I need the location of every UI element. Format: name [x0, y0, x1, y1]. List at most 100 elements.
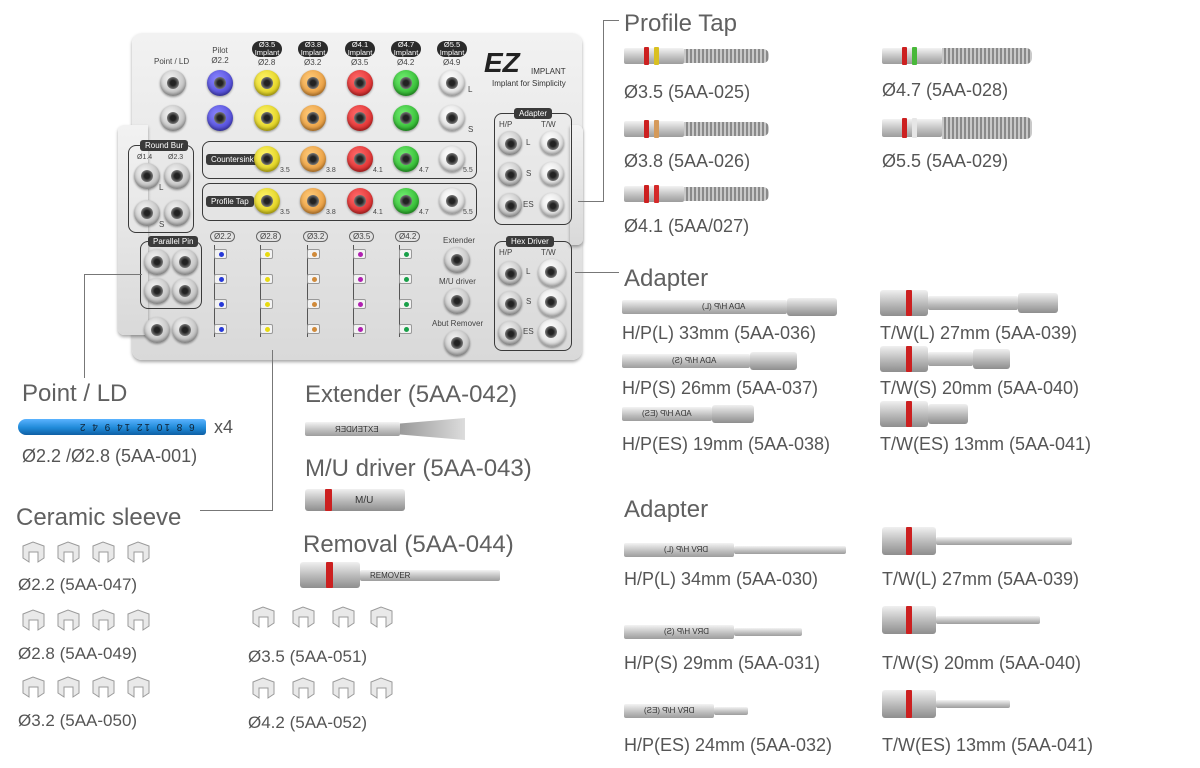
profile-tap-4-7-slot[interactable]: [393, 188, 419, 214]
countersink-box: [202, 141, 477, 179]
profile-tap-3-8-slot[interactable]: [300, 188, 326, 214]
round-bur-l: L: [159, 183, 164, 192]
side-label-extender: Extender: [443, 236, 476, 245]
parallel-pin-1[interactable]: [144, 249, 170, 275]
hex-driver-tw-s-image: [882, 606, 1040, 634]
sleeve-2-2[interactable]: [214, 299, 227, 309]
profile-tap-size-3: 4.1: [373, 209, 383, 216]
profile-tap-4-1-image: [624, 183, 769, 205]
adapter-tw-l[interactable]: [540, 131, 564, 155]
drill-4-1-s[interactable]: [347, 105, 373, 131]
round-bur-1-4-l[interactable]: [134, 163, 160, 189]
adapter-tw-s-label: T/W(S) 20mm (5AA-040): [880, 378, 1080, 398]
hex-driver-hp-es-label: H/P(ES) 24mm (5AA-032): [624, 735, 833, 755]
adapter-hp-es-label: H/P(ES) 19mm (5AA-038): [622, 434, 831, 454]
pilot-drill-s[interactable]: [207, 105, 233, 131]
col-sub-3-5: Ø2.8: [258, 58, 276, 67]
adapter-hp-es[interactable]: [498, 193, 522, 217]
sleeve-4-2[interactable]: [399, 299, 412, 309]
point-ld-drill-l[interactable]: [160, 70, 186, 96]
countersink-5-5[interactable]: [439, 146, 465, 172]
sleeve-3-5[interactable]: [353, 324, 366, 334]
col-sub-4-1: Ø3.5: [351, 58, 369, 67]
sleeve-2-8[interactable]: [260, 299, 273, 309]
adapter-tw-es[interactable]: [540, 193, 564, 217]
round-bur-2-3-l[interactable]: [164, 163, 190, 189]
drill-3-5-l[interactable]: [254, 70, 280, 96]
round-bur-2-3-s[interactable]: [164, 200, 190, 226]
ceramic-sleeve-icon: [20, 608, 46, 632]
sleeve-2-8[interactable]: [260, 274, 273, 284]
adapter-hp-l[interactable]: [498, 131, 522, 155]
sleeve-4-2[interactable]: [399, 249, 412, 259]
hex-hp-s[interactable]: [498, 291, 522, 315]
sleeve-2-8[interactable]: [260, 324, 273, 334]
adapter-section-2-title: Adapter: [624, 496, 709, 523]
sleeve-4-2[interactable]: [399, 274, 412, 284]
sleeve-3-5[interactable]: [353, 249, 366, 259]
sleeve-3-2[interactable]: [307, 324, 320, 334]
drill-4-1-l[interactable]: [347, 70, 373, 96]
adapter-hp-s[interactable]: [498, 162, 522, 186]
pilot-drill-l[interactable]: [207, 70, 233, 96]
sleeve-2-8[interactable]: [260, 249, 273, 259]
sleeve-3-2[interactable]: [307, 299, 320, 309]
drill-5-5-s[interactable]: [439, 105, 465, 131]
hex-col-tw: T/W: [541, 248, 556, 257]
drill-5-5-l[interactable]: [439, 70, 465, 96]
countersink-3-5[interactable]: [254, 146, 280, 172]
countersink-4-7[interactable]: [393, 146, 419, 172]
profile-tap-3-5-slot[interactable]: [254, 188, 280, 214]
drill-3-8-s[interactable]: [300, 105, 326, 131]
hex-tw-s[interactable]: [538, 289, 566, 317]
brand-tagline: Implant for Simplicity: [492, 79, 566, 88]
adapter-col-tw: T/W: [541, 120, 556, 129]
sleeve-col-3-5: Ø3.5: [349, 231, 375, 242]
hex-hp-l[interactable]: [498, 261, 522, 285]
sleeve-3-2[interactable]: [307, 249, 320, 259]
hex-tw-es[interactable]: [538, 319, 566, 347]
mu-driver-slot[interactable]: [444, 288, 470, 314]
round-bur-1-4-s[interactable]: [134, 200, 160, 226]
adapter-hp-es-image: ADA H/P (ES): [622, 405, 754, 423]
drill-3-8-l[interactable]: [300, 70, 326, 96]
parallel-pin-2[interactable]: [172, 249, 198, 275]
hex-col-hp: H/P: [499, 248, 513, 257]
profile-tap-4-1-slot[interactable]: [347, 188, 373, 214]
adapter-tw-s[interactable]: [540, 162, 564, 186]
abut-remover-slot[interactable]: [444, 330, 470, 356]
profile-tap-size-1: 3.5: [280, 209, 290, 216]
ceramic-sleeve-label-2-8: Ø2.8 (5AA-049): [18, 644, 138, 663]
spare-slot-2[interactable]: [172, 317, 198, 343]
sleeve-2-2[interactable]: [214, 274, 227, 284]
countersink-size-3: 4.1: [373, 167, 383, 174]
sleeve-2-2[interactable]: [214, 324, 227, 334]
ceramic-sleeve-icon: [90, 540, 116, 564]
parallel-pin-4[interactable]: [172, 278, 198, 304]
drill-4-7-s[interactable]: [393, 105, 419, 131]
brand-suffix: IMPLANT: [531, 67, 566, 76]
ceramic-sleeve-icon: [330, 605, 356, 629]
countersink-4-1[interactable]: [347, 146, 373, 172]
hex-hp-es[interactable]: [498, 321, 522, 345]
extender-slot[interactable]: [444, 247, 470, 273]
profile-tap-box: [202, 183, 477, 221]
ceramic-sleeve-icon: [330, 676, 356, 700]
sleeve-2-2[interactable]: [214, 249, 227, 259]
hex-tw-l[interactable]: [538, 259, 566, 287]
hex-driver-hp-es-image: DRV H/P (ES): [624, 704, 748, 718]
ceramic-sleeve-icon: [125, 540, 151, 564]
profile-tap-5-5-slot[interactable]: [439, 188, 465, 214]
sleeve-3-5[interactable]: [353, 274, 366, 284]
round-bur-title: Round Bur: [140, 140, 189, 151]
spare-slot-1[interactable]: [144, 317, 170, 343]
drill-4-7-l[interactable]: [393, 70, 419, 96]
sleeve-4-2[interactable]: [399, 324, 412, 334]
sleeve-3-5[interactable]: [353, 299, 366, 309]
point-ld-drill-s[interactable]: [160, 105, 186, 131]
extender-title: Extender (5AA-042): [305, 381, 518, 408]
parallel-pin-3[interactable]: [144, 278, 170, 304]
drill-3-5-s[interactable]: [254, 105, 280, 131]
countersink-3-8[interactable]: [300, 146, 326, 172]
sleeve-3-2[interactable]: [307, 274, 320, 284]
